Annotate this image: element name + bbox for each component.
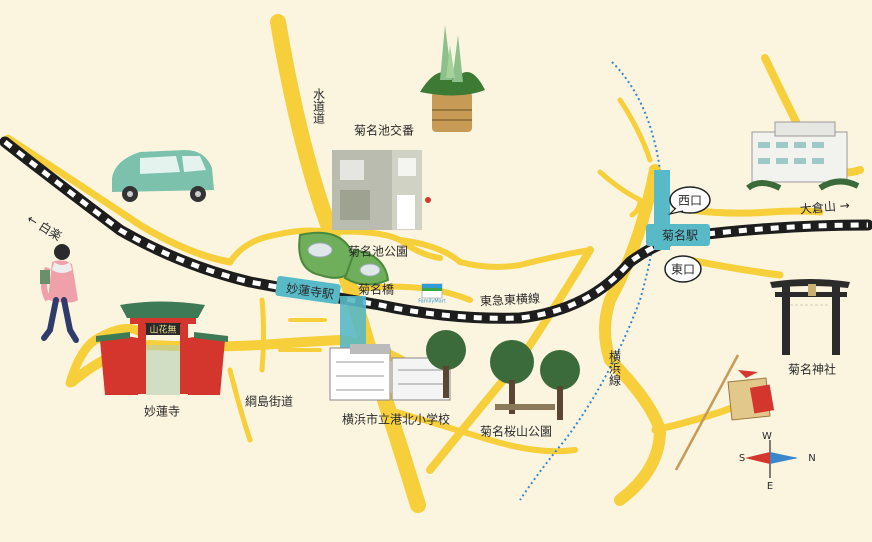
kikuna-shrine-label: 菊名神社 bbox=[788, 362, 836, 377]
minato-kita-school[interactable] bbox=[329, 344, 451, 401]
family-mart-marker[interactable]: FamilyMart bbox=[418, 283, 446, 305]
suidomichi-label: 水道道 bbox=[312, 88, 326, 124]
sakurayama-trees bbox=[426, 330, 580, 420]
minato-kita-school-label: 横浜市立港北小学校 bbox=[342, 412, 450, 427]
compass-south: S bbox=[739, 453, 745, 464]
road-west-loop bbox=[65, 323, 145, 388]
kikuna-pond-park-label: 菊名池公園 bbox=[348, 244, 408, 259]
compass-west: W bbox=[762, 431, 772, 442]
east-exit-bubble[interactable]: 東口 bbox=[664, 255, 702, 283]
road-left-south bbox=[227, 367, 253, 443]
yokohama-line-track bbox=[519, 61, 662, 501]
road-kikuna-north bbox=[397, 237, 593, 270]
yokohama-line-label: 横浜線 bbox=[608, 350, 622, 386]
kikuna-shrine-torii[interactable] bbox=[770, 279, 850, 355]
temple-gate-plaque: 山花無 bbox=[149, 324, 176, 336]
family-mart-label: FamilyMart bbox=[418, 299, 446, 305]
road-kikuna-vertical bbox=[599, 164, 666, 506]
apartment-illustration bbox=[746, 121, 860, 191]
road-north-west bbox=[4, 134, 234, 266]
road-shrine bbox=[686, 256, 784, 279]
tsunashima-kaido-label: 綱島街道 bbox=[245, 394, 293, 409]
kadomatsu-illustration bbox=[420, 25, 485, 132]
myorenji-temple-label: 妙蓮寺 bbox=[144, 405, 180, 419]
kikuna-bridge-label: 菊名橋 bbox=[358, 282, 394, 297]
compass-east: E bbox=[767, 481, 773, 492]
woman-illustration bbox=[40, 244, 79, 343]
road-okurayama bbox=[686, 206, 824, 217]
kikuna-station-label: 菊名駅 bbox=[662, 228, 698, 243]
road-west-exit-2 bbox=[617, 97, 653, 163]
ema-charm bbox=[674, 354, 775, 471]
compass: W E S N bbox=[739, 431, 816, 492]
toyoko-line-label: 東急東横線 bbox=[480, 290, 541, 308]
myorenji-station-label: 妙蓮寺駅 bbox=[285, 281, 334, 302]
kikuna-pond-police-box[interactable] bbox=[332, 150, 431, 230]
kikuna-station-marker[interactable]: 菊名駅 bbox=[646, 170, 710, 250]
road-east-branch bbox=[347, 283, 473, 303]
west-exit-bubble[interactable]: 西口 bbox=[668, 186, 711, 216]
west-exit-label: 西口 bbox=[678, 194, 702, 208]
kikuna-pond-police-box-label: 菊名池交番 bbox=[354, 123, 414, 138]
myorenji-temple-gate[interactable]: 山花無 bbox=[96, 301, 228, 396]
road-grid-1 bbox=[259, 297, 266, 373]
car-illustration bbox=[112, 150, 214, 202]
myorenji-station-marker[interactable]: 妙蓮寺駅 bbox=[275, 276, 366, 350]
kikuna-pond-park-area bbox=[298, 231, 390, 286]
east-exit-label: 東口 bbox=[671, 263, 695, 277]
sakurayama-park-label: 菊名桜山公園 bbox=[480, 424, 552, 439]
direction-okurayama: 大倉山 → bbox=[799, 197, 850, 216]
compass-north: N bbox=[808, 453, 815, 464]
road-west-exit bbox=[597, 169, 643, 218]
road-park-loop bbox=[227, 227, 443, 265]
road-school-park bbox=[387, 407, 578, 455]
road-suidomichi bbox=[270, 14, 426, 513]
